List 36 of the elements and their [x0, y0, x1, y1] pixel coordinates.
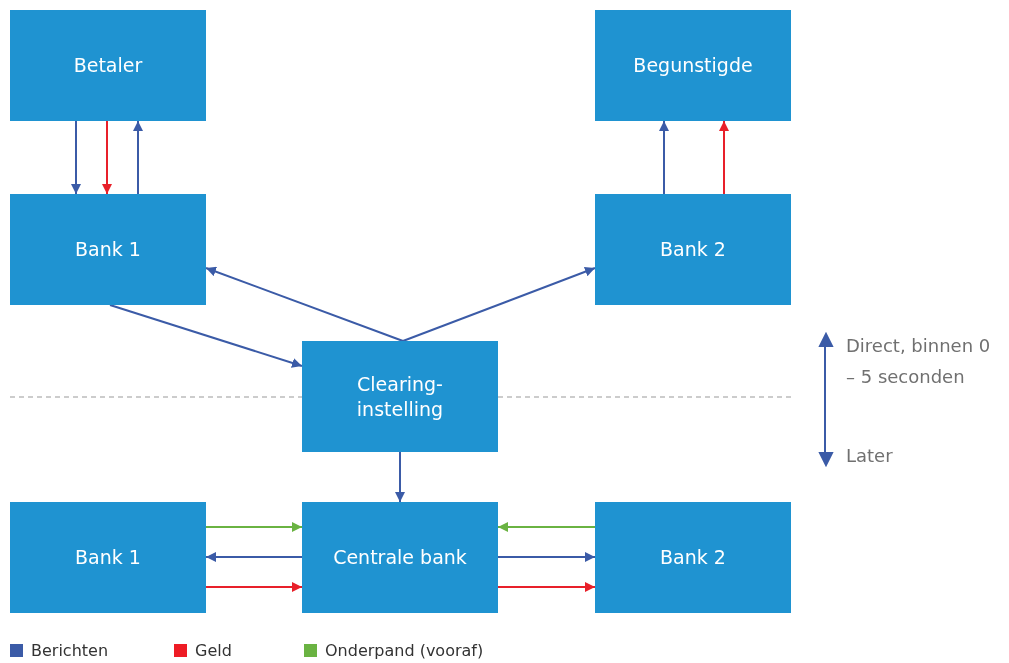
process-box: [302, 502, 498, 613]
process-box: [302, 341, 498, 452]
arrow: [133, 120, 143, 195]
arrow: [205, 266, 404, 342]
arrow: [395, 451, 405, 503]
arrow: [71, 120, 81, 195]
arrow: [205, 552, 303, 562]
arrow: [497, 552, 596, 562]
arrow: [659, 120, 669, 195]
process-box: [10, 194, 206, 305]
arrow: [109, 304, 303, 368]
box-label: Bank 1: [75, 545, 141, 570]
process-box: [595, 502, 791, 613]
arrow: [102, 120, 112, 195]
box-label: Bank 2: [660, 237, 726, 262]
box-label: Bank 1: [75, 237, 141, 262]
box-label: Bank 2: [660, 545, 726, 570]
arrow: [497, 522, 596, 532]
legend-label: Onderpand (vooraf): [325, 641, 484, 660]
note-text: Direct, binnen 0 – 5 seconden: [846, 334, 992, 389]
box-label: Betaler: [73, 53, 143, 78]
arrow: [497, 582, 596, 592]
note-text: Later: [846, 444, 894, 468]
legend-label: Berichten: [31, 641, 109, 660]
process-box: [595, 194, 791, 305]
process-box: [10, 10, 206, 121]
box-label: Begunstigde: [633, 53, 753, 78]
process-box: [10, 502, 206, 613]
process-box: [595, 10, 791, 121]
arrow: [205, 522, 303, 532]
arrow: [205, 582, 303, 592]
arrow: [719, 120, 729, 195]
arrow: [402, 266, 596, 342]
box-label: Clearing-instelling: [355, 371, 445, 422]
legend-label: Geld: [195, 641, 232, 660]
box-label: Centrale bank: [333, 545, 467, 570]
